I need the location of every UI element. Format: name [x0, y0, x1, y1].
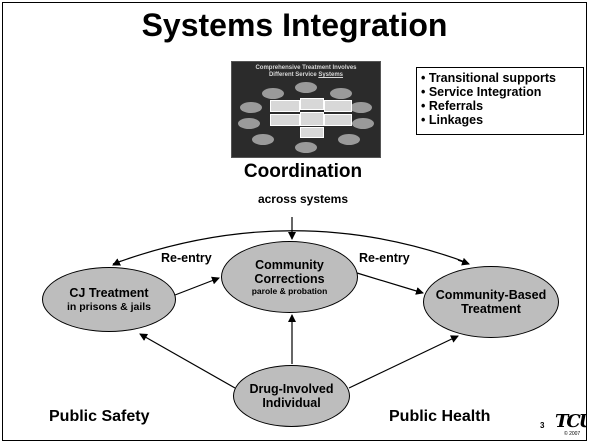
thumbnail-oval: [350, 102, 372, 113]
node-label: Corrections: [254, 271, 325, 286]
node-sublabel: in prisons & jails: [66, 301, 152, 313]
bullet-item: • Service Integration: [421, 85, 542, 99]
arrow-bracket-left-tip: [112, 258, 122, 266]
connector-arrows: [112, 217, 470, 389]
slide-title: Systems Integration: [141, 7, 448, 43]
bullet-item: • Linkages: [421, 113, 484, 127]
thumbnail-oval: [262, 88, 284, 99]
arrow-bracket-right-tip: [457, 257, 470, 266]
reentry-label: Re-entry: [359, 251, 410, 265]
node-label: Drug-Involved: [249, 382, 334, 396]
bullet-list: • Transitional supports • Service Integr…: [416, 67, 584, 135]
node-label: Community-Based: [435, 288, 547, 302]
coordination-heading: Coordination: [243, 161, 363, 182]
arrow-cc-to-cb: [356, 272, 424, 295]
thumbnail-box: [300, 112, 324, 126]
thumbnail-title: Comprehensive Treatment Involves Differe…: [232, 65, 380, 79]
arrow-di-to-cj: [139, 333, 236, 389]
thumbnail-oval: [240, 102, 262, 113]
node-label: CJ Treatment: [69, 286, 149, 300]
node-label: Treatment: [461, 302, 521, 316]
thumbnail-oval: [330, 88, 352, 99]
thumbnail-box: [324, 100, 352, 112]
thumbnail-title-emph: Systems: [318, 72, 344, 78]
bullet-item: • Referrals: [421, 99, 484, 113]
thumbnail-title-line1: Comprehensive Treatment Involves: [255, 65, 357, 71]
thumbnail-oval: [295, 82, 317, 93]
thumbnail-box: [300, 98, 324, 110]
thumbnail-oval: [252, 134, 274, 145]
slide-number: 3: [540, 421, 545, 430]
thumbnail-oval: [295, 142, 317, 153]
node-community-corrections: Community Corrections parole & probation: [221, 241, 358, 313]
thumbnail-title-prefix: Different Service: [268, 72, 319, 78]
reentry-label: Re-entry: [161, 251, 212, 265]
thumbnail-title-line2: Different Service Systems: [232, 72, 380, 79]
logo-copyright: © 2007: [564, 431, 581, 437]
slide: Systems Integration Comprehensive Treatm…: [2, 2, 587, 441]
node-drug-involved-individual: Drug-Involved Individual: [233, 365, 350, 427]
tcu-logo: TCU: [555, 411, 586, 432]
bullet-item: • Transitional supports: [421, 71, 556, 85]
thumbnail-oval: [238, 118, 260, 129]
coordination-subheading: across systems: [257, 192, 349, 206]
node-cj-treatment: CJ Treatment in prisons & jails: [42, 267, 176, 332]
public-health-label: Public Health: [389, 408, 491, 425]
thumbnail-box: [270, 100, 300, 112]
node-sublabel: parole & probation: [251, 285, 328, 296]
node-label: Individual: [262, 396, 321, 410]
thumbnail-box: [270, 114, 300, 126]
embedded-slide-thumbnail: Comprehensive Treatment Involves Differe…: [231, 61, 381, 158]
thumbnail-oval: [352, 118, 374, 129]
thumbnail-box: [300, 127, 324, 138]
thumbnail-box: [324, 114, 352, 126]
thumbnail-oval: [338, 134, 360, 145]
public-safety-label: Public Safety: [49, 408, 150, 425]
arrow-di-to-cb: [348, 335, 459, 389]
arrow-cj-to-cc: [174, 276, 220, 296]
node-community-based-treatment: Community-Based Treatment: [423, 266, 559, 338]
node-label: Community: [255, 257, 324, 272]
